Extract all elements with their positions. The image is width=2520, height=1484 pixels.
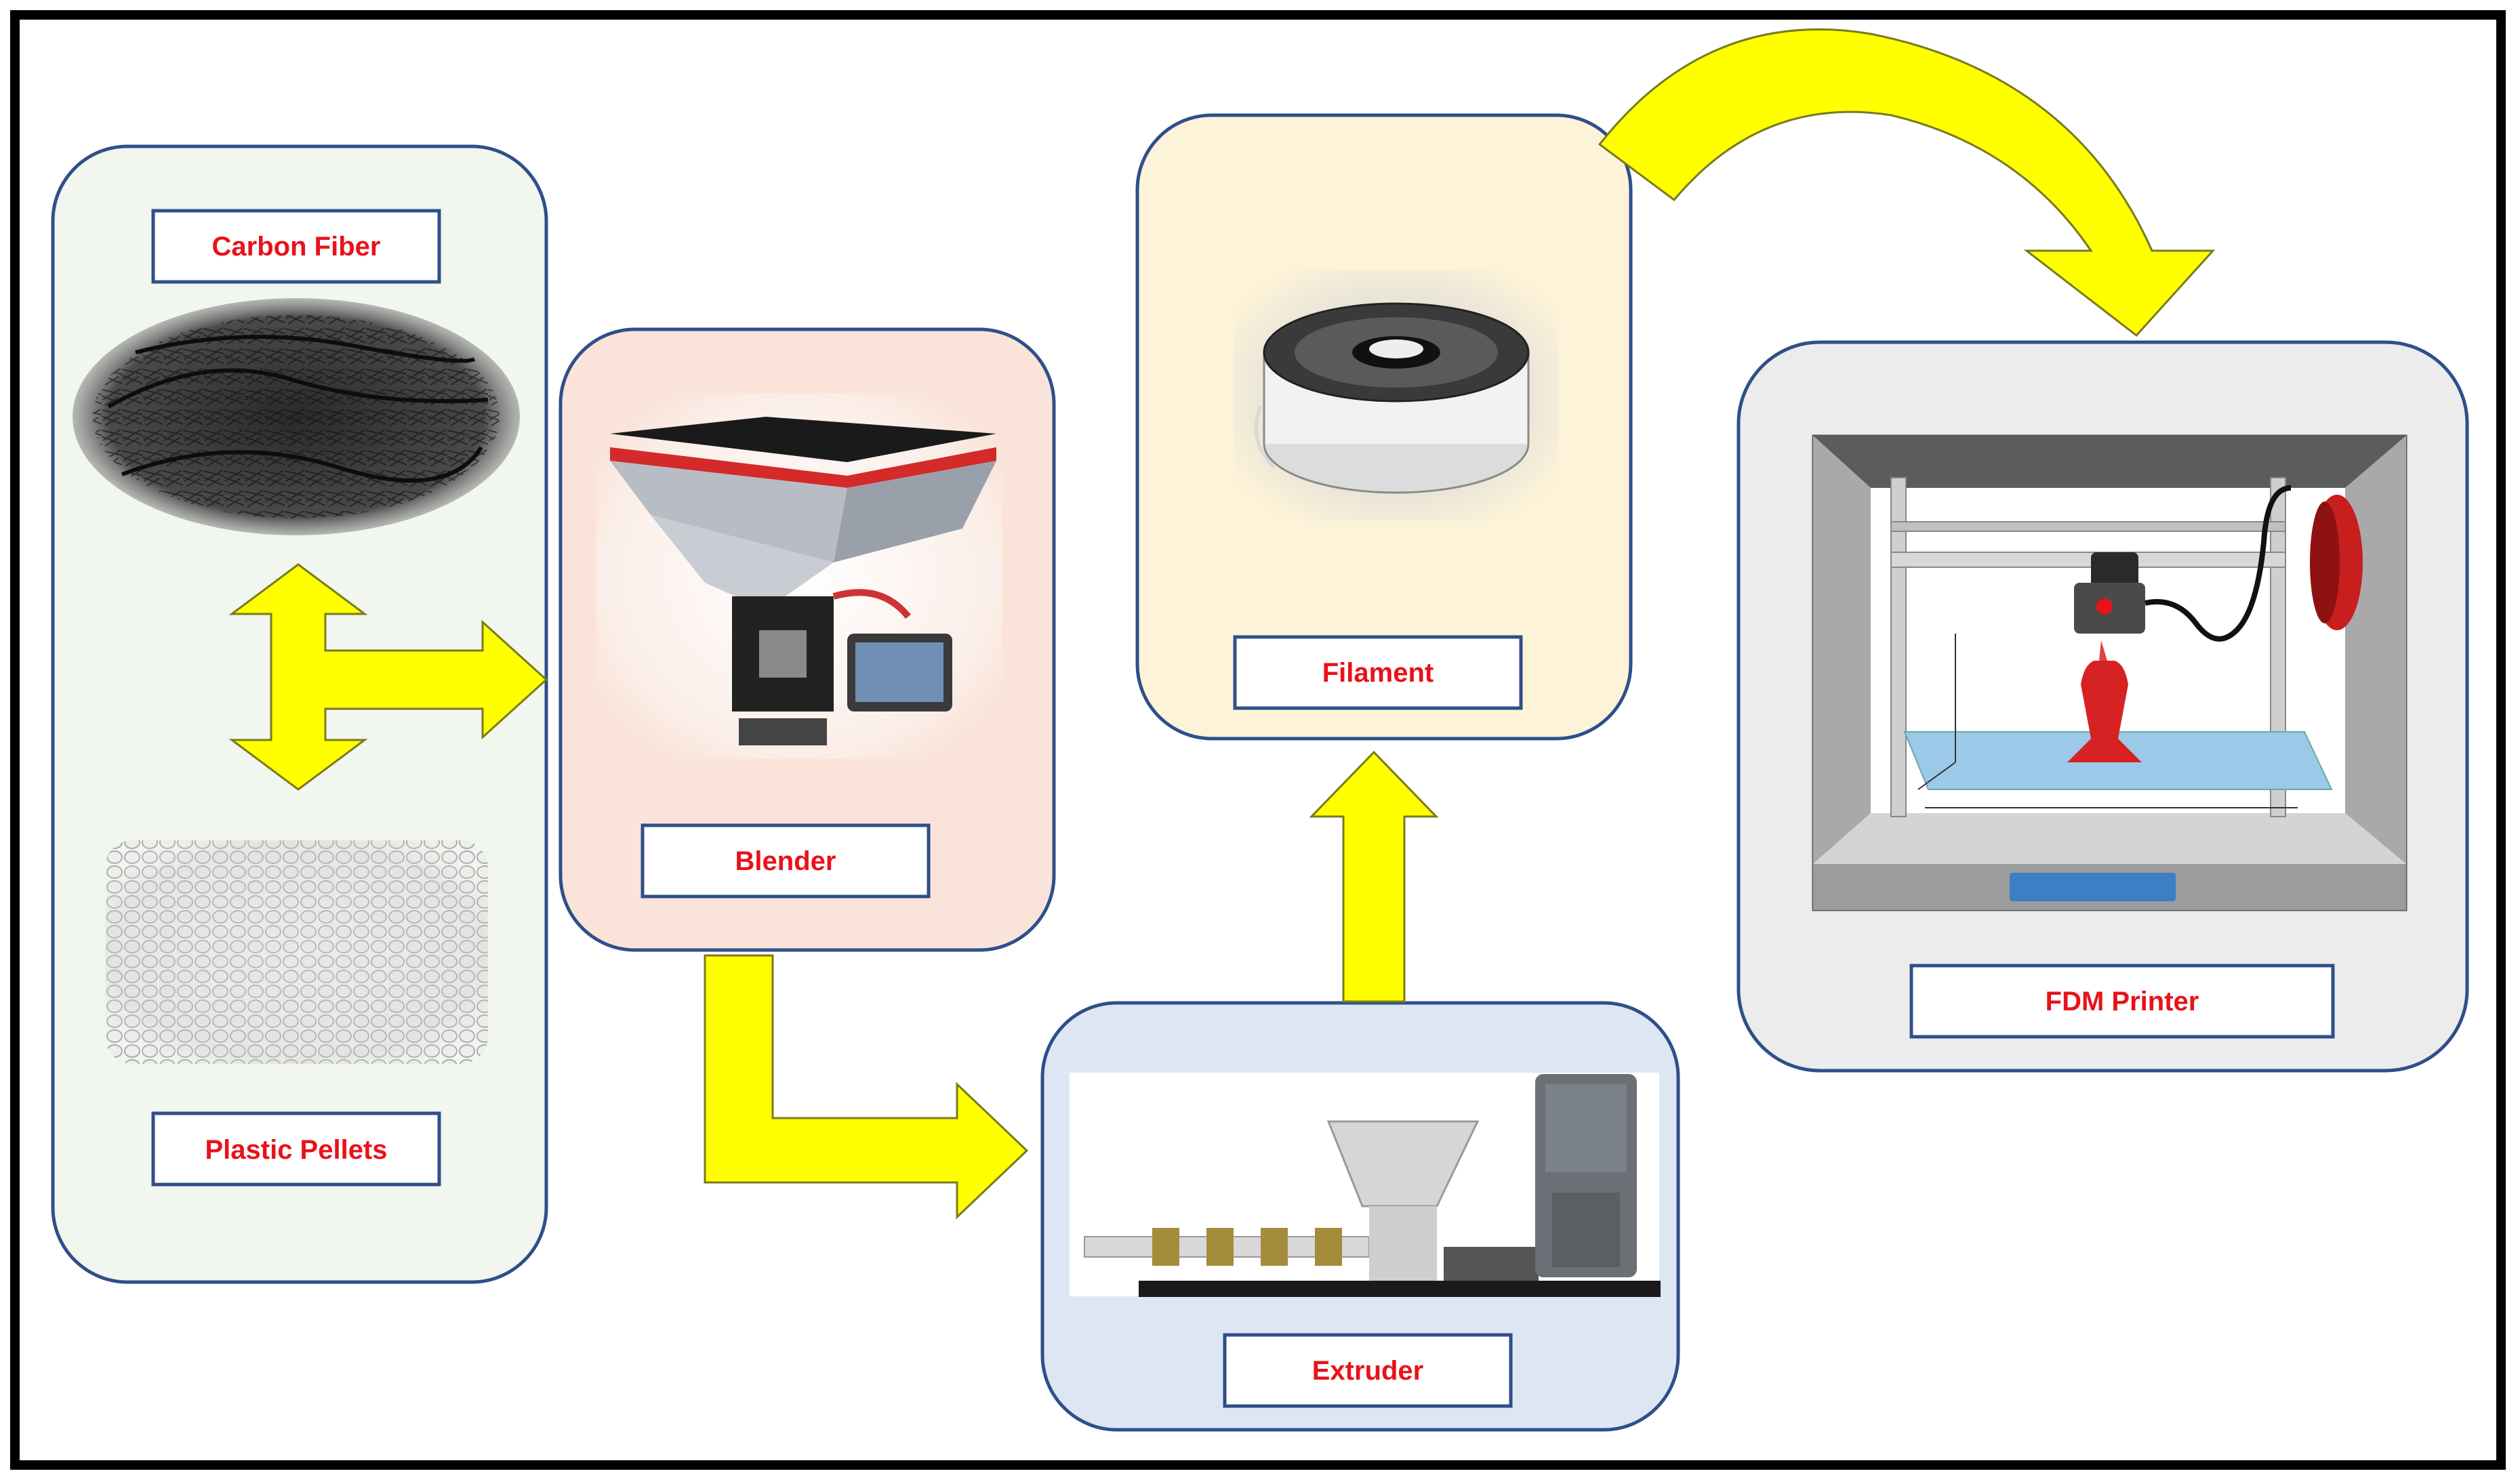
carbon-fiber-image (73, 298, 520, 535)
fdm-3d-printer-image (1812, 434, 2407, 911)
filament-panel: Filament (1135, 113, 1633, 741)
plastic-pellets-image (105, 840, 488, 1064)
filament-spool-image (1254, 302, 1530, 494)
plastic-pellets-label-box: Plastic Pellets (151, 1111, 441, 1187)
filament-label-box: Filament (1233, 635, 1523, 710)
blender-to-extruder-arrow (704, 954, 1029, 1220)
gravimetric-blender-image (610, 417, 996, 745)
blender-label: Blender (735, 846, 836, 876)
blender-panel: Blender (558, 327, 1056, 952)
carbon-fiber-label: Carbon Fiber (212, 232, 381, 262)
extruder-to-filament-arrow (1309, 750, 1439, 1003)
extruder-machine-image (1084, 1074, 1661, 1297)
extruder-panel: Extruder (1040, 1001, 1680, 1432)
extruder-label: Extruder (1312, 1356, 1424, 1386)
materials-panel: Carbon Fiber Plastic Pellets (51, 144, 548, 1284)
plastic-pellets-label: Plastic Pellets (205, 1135, 387, 1165)
carbon-fiber-label-box: Carbon Fiber (151, 209, 441, 284)
filament-label: Filament (1322, 658, 1434, 688)
fdm-printer-label-box: FDM Printer (1909, 964, 2335, 1039)
materials-to-blender-arrow (228, 563, 548, 791)
fdm-printer-label: FDM Printer (2046, 987, 2199, 1016)
blender-label-box: Blender (641, 823, 931, 899)
filament-to-printer-arrow (1598, 28, 2216, 337)
fdm-printer-panel: FDM Printer (1736, 340, 2469, 1073)
extruder-label-box: Extruder (1223, 1333, 1513, 1408)
